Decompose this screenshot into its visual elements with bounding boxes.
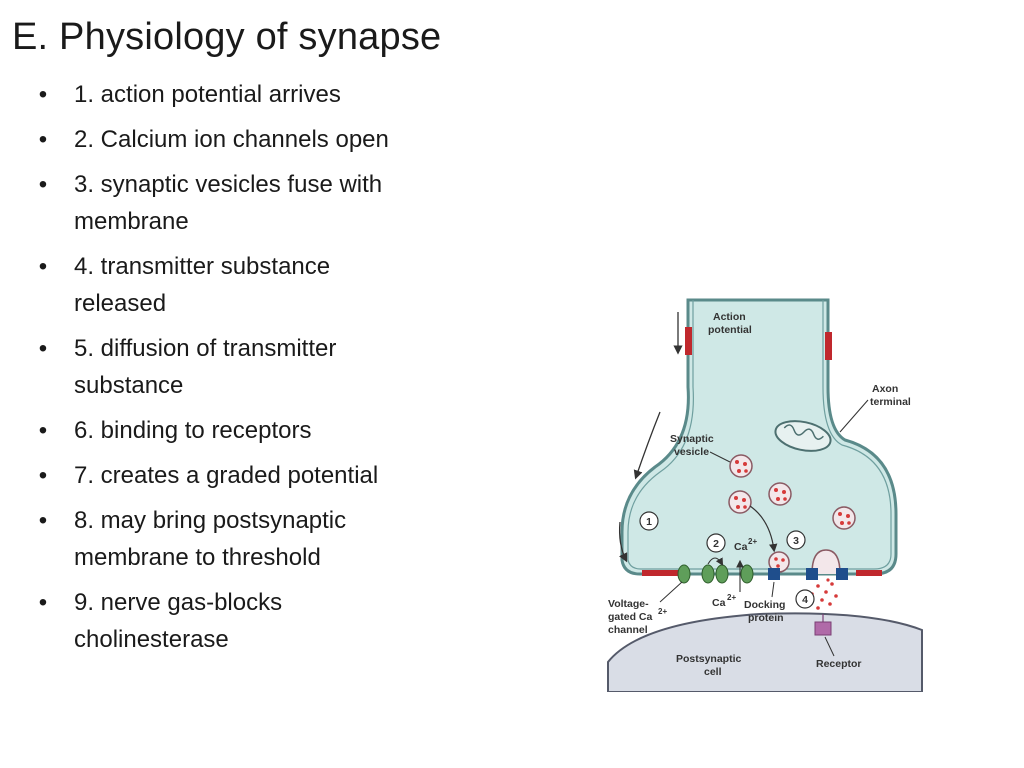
bullet-dot: •: [38, 171, 48, 198]
label-voltage-gated-channel: Voltage-: [608, 598, 649, 610]
bullet-text: 9. nerve gas-blocks cholinesterase: [74, 589, 283, 653]
label-docking-protein: Docking: [744, 599, 785, 611]
label-receptor: Receptor: [816, 658, 862, 670]
label-voltage-gated-channel: channel: [608, 624, 648, 636]
step-marker-1: 1: [639, 511, 659, 531]
label-action-potential: Action: [713, 311, 746, 323]
bullet-dot: •: [38, 335, 48, 362]
bullet-item: • 1. action potential arrives: [36, 76, 426, 113]
bullet-list: • 1. action potential arrives • 2. Calcium…: [36, 76, 426, 666]
label-axon-terminal: Axon: [872, 383, 898, 395]
docking-protein: [806, 568, 818, 580]
depolarized-segment-right: [825, 332, 832, 360]
svg-text:4: 4: [802, 594, 808, 606]
bullet-item: • 5. diffusion of transmitter substance: [36, 330, 426, 404]
axon-terminal: [620, 298, 898, 576]
label-postsynaptic-cell: cell: [704, 666, 722, 678]
calcium-channel: [677, 564, 691, 584]
arrow-icon: [707, 557, 724, 566]
fusing-vesicle: [811, 549, 841, 575]
synaptic-vesicle: [768, 482, 792, 506]
bullet-item: • 4. transmitter substance released: [36, 248, 426, 322]
step-marker-3: 3: [786, 530, 806, 550]
synapse-diagram-svg: 1 2 3 4 Action potential Axon terminal S…: [607, 298, 923, 692]
label-axon-terminal: terminal: [870, 396, 911, 408]
svg-text:3: 3: [793, 535, 799, 547]
depolarized-segment-bottom-right: [856, 570, 882, 576]
label-calcium-ion: Ca: [734, 541, 748, 553]
bullet-text: 2. Calcium ion channels open: [74, 126, 389, 153]
svg-text:1: 1: [646, 516, 652, 528]
label-voltage-gated-channel: gated Ca: [608, 611, 653, 623]
bullet-item: • 9. nerve gas-blocks cholinesterase: [36, 584, 426, 658]
bullet-dot: •: [38, 417, 48, 444]
depolarized-segment-left: [685, 327, 692, 355]
bullet-item: • 2. Calcium ion channels open: [36, 121, 426, 158]
svg-text:2: 2: [713, 538, 719, 550]
bullet-dot: •: [38, 253, 48, 280]
label-docking-protein: protein: [748, 612, 784, 624]
label-calcium-ion: Ca: [712, 597, 726, 609]
calcium-channel: [740, 564, 754, 584]
synaptic-vesicle: [832, 506, 856, 530]
receptor: [814, 621, 832, 636]
arrow-icon: [618, 521, 628, 563]
bullet-text: 6. binding to receptors: [74, 417, 312, 444]
arrow-icon: [749, 505, 778, 553]
label-synaptic-vesicle: vesicle: [674, 446, 709, 458]
bullet-item: • 7. creates a graded potential: [36, 457, 426, 494]
docking-protein: [836, 568, 848, 580]
bullet-item: • 3. synaptic vesicles fuse with membrane: [36, 166, 426, 240]
bullet-text: 3. synaptic vesicles fuse with membrane: [74, 171, 383, 235]
svg-text:2+: 2+: [658, 607, 667, 616]
arrow-icon: [633, 411, 661, 480]
synaptic-vesicle: [728, 490, 752, 514]
bullet-dot: •: [38, 126, 48, 153]
transmitter-molecules: [810, 578, 838, 610]
bullet-dot: •: [38, 462, 48, 489]
bullet-dot: •: [38, 589, 48, 616]
calcium-channel: [715, 564, 729, 584]
step-marker-4: 4: [795, 589, 815, 609]
svg-text:2+: 2+: [748, 537, 757, 546]
bullet-item: • 8. may bring postsynaptic membrane to t…: [36, 502, 426, 576]
docking-protein: [768, 568, 780, 580]
bullet-text: 1. action potential arrives: [74, 81, 341, 108]
bullet-dot: •: [38, 81, 48, 108]
bullet-item: • 6. binding to receptors: [36, 412, 426, 449]
depolarized-segment-bottom-left: [642, 570, 682, 576]
step-marker-2: 2: [706, 533, 726, 553]
bullet-text: 8. may bring postsynaptic membrane to th…: [74, 507, 347, 571]
bullet-text: 7. creates a graded potential: [74, 462, 379, 489]
label-action-potential: potential: [708, 324, 752, 336]
bullet-text: 4. transmitter substance released: [74, 253, 331, 317]
slide-title: E. Physiology of synapse: [12, 16, 442, 58]
calcium-channel: [701, 564, 715, 584]
mitochondrion: [774, 420, 832, 452]
label-synaptic-vesicle: Synaptic: [670, 433, 714, 445]
synaptic-vesicle: [729, 454, 753, 478]
synapse-diagram: 1 2 3 4 Action potential Axon terminal S…: [600, 292, 930, 692]
postsynaptic-cell: [607, 612, 923, 692]
label-postsynaptic-cell: Postsynaptic: [676, 653, 742, 665]
bullet-text: 5. diffusion of transmitter substance: [74, 335, 337, 399]
svg-text:2+: 2+: [727, 593, 736, 602]
bullet-dot: •: [38, 507, 48, 534]
